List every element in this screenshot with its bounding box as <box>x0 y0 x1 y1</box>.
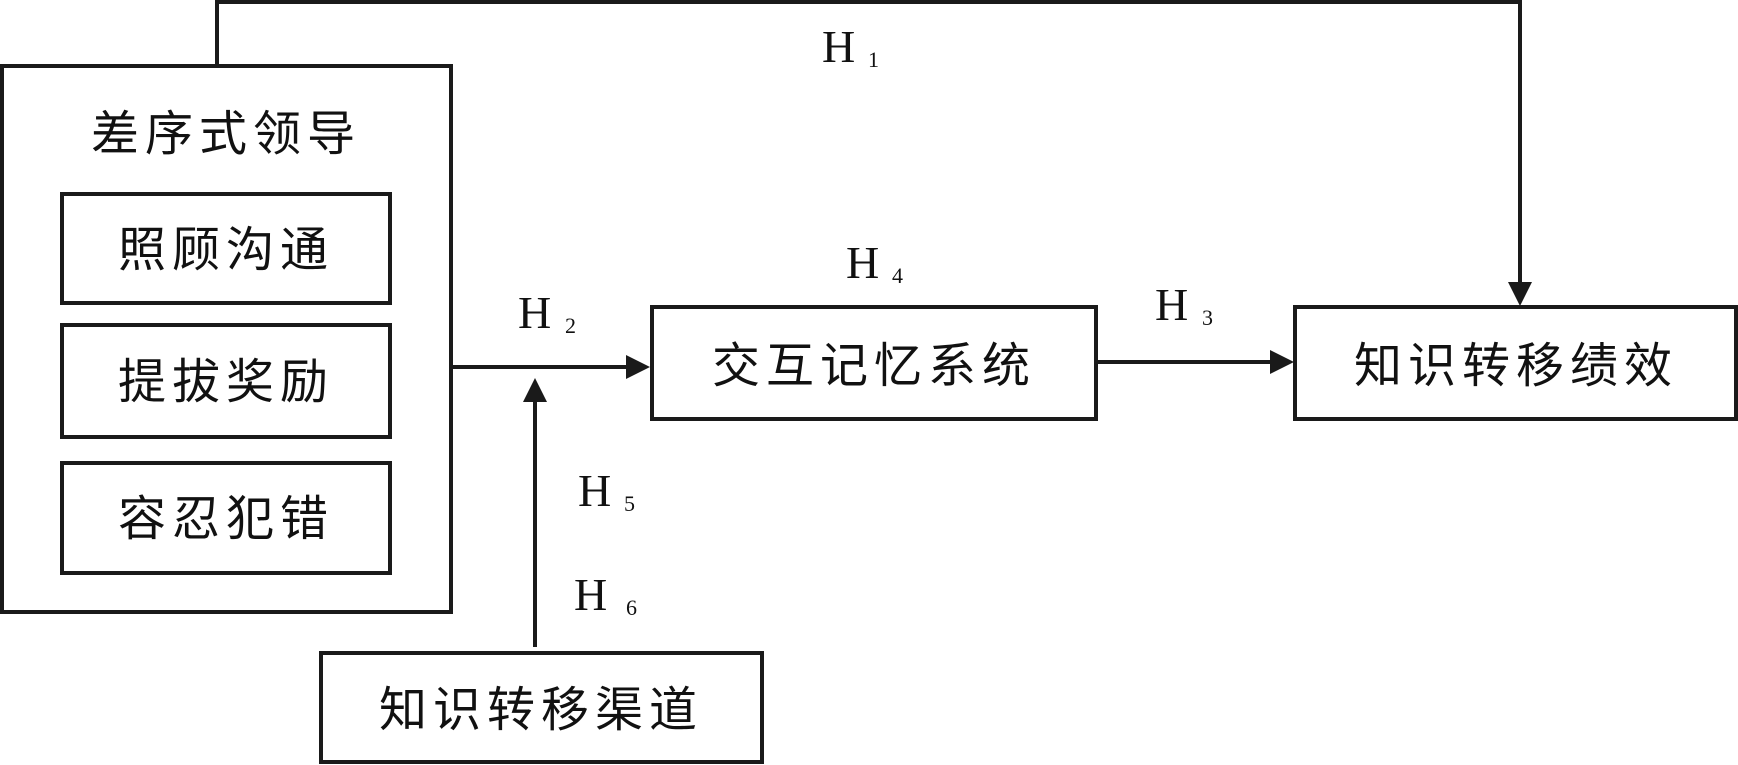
channel-label: 知识转移渠道 <box>379 682 703 738</box>
item-promote: 提拔奖励 <box>118 354 334 410</box>
svg-text:H: H <box>574 569 607 620</box>
item-care: 照顾沟通 <box>118 222 334 278</box>
svg-text:1: 1 <box>868 47 879 72</box>
tms-box <box>650 305 1098 421</box>
item-box-tolerate <box>60 461 392 575</box>
h4-label: H 4 <box>846 237 903 288</box>
h3-label: H 3 <box>1155 279 1213 330</box>
leader-group-title: 差序式领导 <box>91 106 361 162</box>
svg-text:H: H <box>1155 279 1188 330</box>
svg-text:4: 4 <box>892 263 903 288</box>
svg-text:H: H <box>578 465 611 516</box>
h1-path <box>215 0 1522 282</box>
h2-arrowhead <box>626 355 650 379</box>
h2-label: H 2 <box>518 287 576 338</box>
item-tolerate: 容忍犯错 <box>118 491 334 547</box>
svg-text:H: H <box>822 21 855 72</box>
h5-label: H 5 <box>578 465 635 516</box>
h1-arrowhead <box>1508 282 1532 306</box>
svg-text:3: 3 <box>1202 305 1213 330</box>
h1-label: H 1 <box>822 21 879 72</box>
svg-text:5: 5 <box>624 491 635 516</box>
h3-arrowhead <box>1270 350 1294 374</box>
svg-text:6: 6 <box>626 595 637 620</box>
tms-label: 交互记忆系统 <box>712 338 1036 394</box>
h6-label: H 6 <box>574 569 637 620</box>
item-box-care <box>60 192 392 305</box>
item-box-promote <box>60 323 392 439</box>
svg-text:H: H <box>518 287 551 338</box>
channel-box <box>319 651 764 764</box>
moderator-arrowhead <box>523 378 547 402</box>
performance-box <box>1293 305 1738 421</box>
svg-text:H: H <box>846 237 879 288</box>
svg-text:2: 2 <box>565 313 576 338</box>
performance-label: 知识转移绩效 <box>1354 338 1678 394</box>
